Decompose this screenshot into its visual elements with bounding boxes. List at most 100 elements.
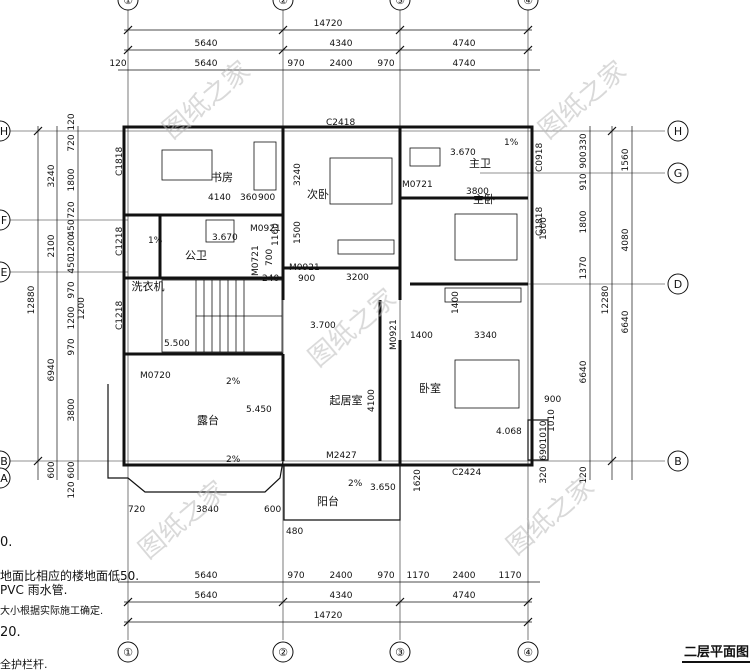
axis-G-circle [667,162,689,184]
dim-480: 480 [286,527,303,537]
master-wardrobe [444,287,522,303]
axis-1-bottom-label: ① [123,646,133,659]
axis-B-circle [667,450,689,472]
room-living: 起居室 [330,393,363,407]
axis-H-circle [667,120,689,142]
dim-left-total: 12880 [27,285,37,314]
axis-H-label: H [674,125,682,138]
room-bedroom: 卧室 [419,381,441,395]
dim-1400-b: 1400 [451,291,461,314]
dim-left-600: 600 [47,461,57,478]
axis-A-circle [0,467,11,489]
dim-top-4340: 4340 [330,39,353,49]
dim-bot-5640: 5640 [195,571,218,581]
dim-3840: 3840 [196,505,219,515]
axis-1-bottom-circle [117,641,139,663]
dim-bot-2400a: 2400 [330,571,353,581]
axis-2-bottom-label: ② [278,646,288,659]
dim-left-720a: 720 [67,134,77,151]
label-c2418: C2418 [326,118,355,128]
elev-3670-public: 3.670 [212,233,238,243]
elev-3700: 3.700 [310,321,336,331]
dim-right-1370: 1370 [579,256,589,279]
dim-left-3800: 3800 [67,398,77,421]
dim-right-320: 320 [539,466,549,483]
dim-right-total: 12280 [601,285,611,314]
dim-bot-970b: 970 [377,571,394,581]
dim-left-600b: 600 [67,461,77,478]
dim-3240-inner: 3240 [293,163,303,186]
elev-3670-master: 3.670 [450,148,476,158]
slope-terrace-b: 2% [226,455,241,465]
balcony-outline [283,466,401,521]
dim-240: 240 [262,274,279,284]
dim-3340: 3340 [474,331,497,341]
axis-2-top-circle [272,0,294,11]
room-second-bedroom: 次卧 [307,187,329,201]
terrace-railing [107,384,284,493]
note-line-3: PVC 雨水管. [0,582,67,597]
dim-bot-total: 14720 [314,611,343,621]
watermark-4: 图纸之家 [133,476,232,566]
dim-top-120: 120 [109,59,126,69]
room-master-bedroom: 主卧 [473,193,495,206]
label-c0918: C0918 [535,143,545,172]
slope-balcony: 2% [348,479,363,489]
room-balcony: 阳台 [317,494,339,508]
axis-3-top-circle [389,0,411,11]
dim-right-1800: 1800 [579,210,589,233]
axis-4-top-label: ④ [523,0,533,7]
ac-ledge [527,419,549,461]
watermark-5: 图纸之家 [501,472,600,562]
slope-master-bath: 1% [504,138,519,148]
elev-5500: 5.500 [164,339,190,349]
dim-top-total: 14720 [314,19,343,29]
note-line-5: 20. [0,625,21,640]
dim-4100: 4100 [367,389,377,412]
dim-top2-5640: 5640 [195,59,218,69]
elev-5450: 5.450 [246,405,272,415]
dim-1010-ledge: 1010 [547,409,557,432]
dim-right-910: 910 [579,173,589,190]
axis-3-bottom-circle [389,641,411,663]
elev-3650: 3.650 [370,483,396,493]
axis-1-top-circle [117,0,139,11]
axis-B-label: B [674,455,682,468]
axis-F-label: F [1,214,7,227]
dim-top-970a: 970 [287,59,304,69]
label-c2424: C2424 [452,468,481,478]
label-m2427: M2427 [326,451,357,461]
dim-1620: 1620 [413,469,423,492]
room-study: 书房 [211,171,233,184]
dim-bot-2400b: 2400 [453,571,476,581]
dim-right-120: 120 [579,466,589,483]
dim-left-1200a: 1200 [67,234,77,257]
dim-right-1560: 1560 [621,148,631,171]
dim-900-hall: 900 [298,274,315,284]
axis-B-left-label: B [0,455,8,468]
dim-1400-a: 1400 [410,331,433,341]
axis-grid [0,8,665,640]
dim-700: 700 [265,249,275,266]
room-master-bath: 主卫 [469,157,491,170]
dim-left-2100: 2100 [47,234,57,257]
axis-H-left-circle [0,120,11,142]
label-m0721-b: M0721 [251,245,261,276]
dim-left-3240: 3240 [47,164,57,187]
dim-right-900: 900 [579,151,589,168]
second-bedroom-bed [329,157,393,205]
second-bedroom-wardrobe [337,239,395,255]
axis-1-top-label: ① [123,0,133,7]
dim-900-ledge: 900 [544,395,561,405]
watermark-2: 图纸之家 [533,56,632,146]
axis-H-left-label: H [0,125,8,138]
axis-D-label: D [674,278,682,291]
drawing-title: 二层平面图 [684,645,749,660]
study-armchairs [253,141,277,191]
dim-left-450b: 450 [67,256,77,273]
dim-3200: 3200 [346,273,369,283]
label-m0921-a: M0921 [250,224,281,234]
dim-bot-1170b: 1170 [499,571,522,581]
axis-3-top-label: ③ [395,0,405,7]
dim-right-330: 330 [579,133,589,150]
